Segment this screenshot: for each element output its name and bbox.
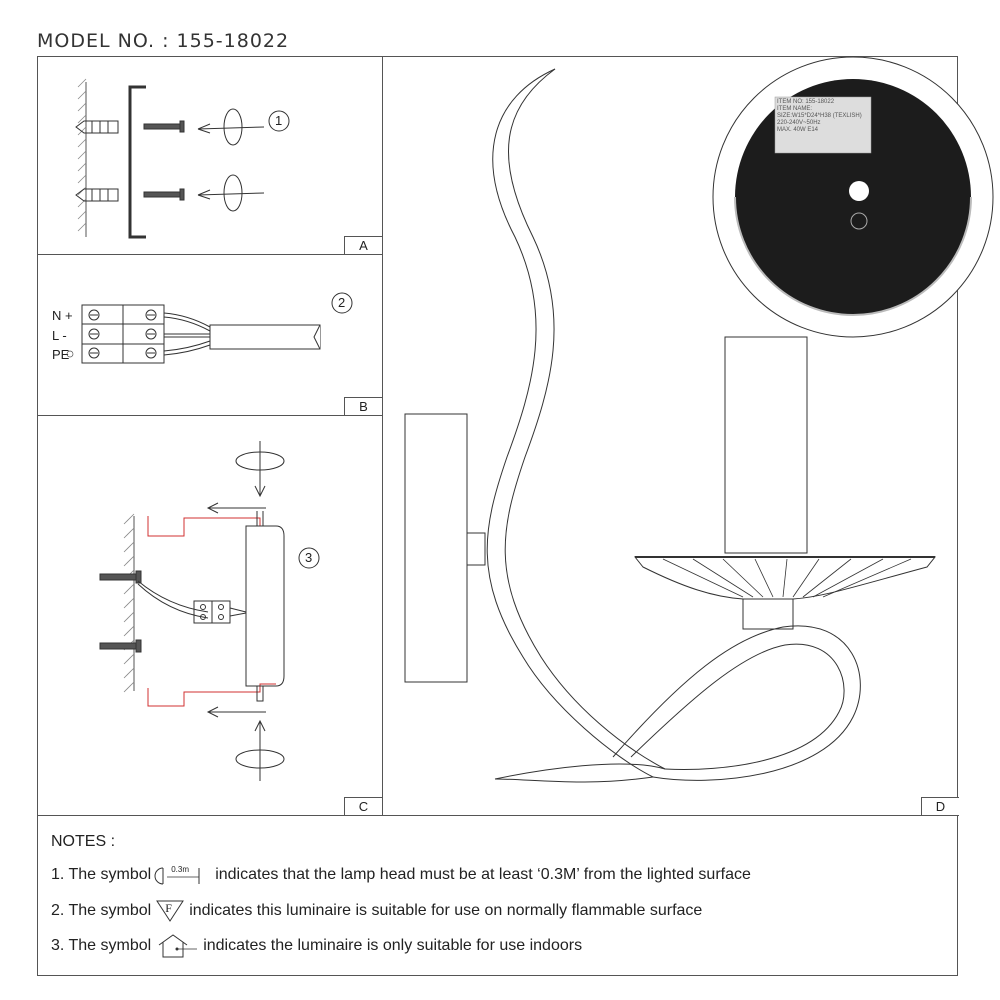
- notes-title: NOTES :: [51, 833, 116, 850]
- terminal-label-pe: PE: [52, 347, 70, 362]
- panel-c: 3 C: [38, 416, 383, 816]
- note-item-3: 3. The symbol indicates the luminaire is…: [51, 933, 582, 959]
- wall-plug-icon: [75, 120, 119, 202]
- indoor-house-icon: [155, 933, 199, 959]
- note-prefix: 2. The symbol: [51, 902, 152, 919]
- note-prefix: 1. The symbol: [51, 866, 152, 883]
- panel-b: N + L - PE 2 B: [38, 255, 383, 416]
- product-label-sticker: ITEM NO: 155-18022 ITEM NAME: SIZE:W15*D…: [777, 99, 869, 134]
- note-item-1: 1. The symbol 0.3m indicates that the la…: [51, 865, 751, 885]
- instruction-sheet: 1 A N + L - PE: [37, 56, 994, 976]
- distance-0.3m-icon: 0.3m: [154, 865, 205, 885]
- panel-a: 1 A: [38, 57, 383, 255]
- note-item-2: 2. The symbol F indicates this luminaire…: [51, 899, 702, 923]
- panel-tag-a: A: [344, 236, 382, 254]
- wall-lamp-drawing: [404, 56, 994, 783]
- panel-tag-b: B: [344, 397, 382, 415]
- terminal-block-icon: [193, 600, 247, 624]
- terminal-label-l: L -: [52, 328, 67, 343]
- label-line: MAX. 40W E14: [777, 127, 819, 133]
- label-line: SIZE:W15*D24*H38 (TEXLISH): [777, 113, 862, 119]
- rotate-arrow-icon: [206, 441, 285, 781]
- symbol-label: 0.3m: [171, 865, 189, 874]
- screw-icon: [99, 570, 142, 653]
- label-line: 220-240V~50Hz: [777, 120, 821, 126]
- rotate-arrow-icon: [197, 108, 265, 212]
- cable-icon: [163, 312, 321, 356]
- step-number-1: 1: [275, 113, 283, 128]
- step-number-2: 2: [338, 295, 346, 310]
- terminal-block-icon: [81, 304, 165, 364]
- note-text: indicates this luminaire is suitable for…: [189, 902, 703, 919]
- note-prefix: 3. The symbol: [51, 937, 152, 954]
- label-line: ITEM NAME:: [777, 106, 813, 112]
- model-number: MODEL NO. : 155-18022: [37, 30, 290, 52]
- symbol-label: F: [165, 901, 172, 915]
- panel-tag-c: C: [344, 797, 382, 815]
- panel-d: ITEM NO: 155-18022 ITEM NAME: SIZE:W15*D…: [383, 56, 994, 816]
- terminal-label-n: N +: [52, 308, 73, 323]
- notes-section: NOTES : 1. The symbol 0.3m indicates tha…: [37, 815, 958, 976]
- panel-tag-d: D: [921, 797, 959, 815]
- flammable-surface-icon: F: [155, 899, 185, 923]
- label-line: ITEM NO: 155-18022: [777, 99, 835, 105]
- step-number-3: 3: [305, 550, 313, 565]
- wall-mounting-diagram: [99, 441, 320, 781]
- note-text: indicates the luminaire is only suitable…: [203, 937, 583, 954]
- mounting-bracket-diagram: [75, 78, 290, 239]
- terminal-block-diagram: [66, 292, 353, 364]
- note-text: indicates that the lamp head must be at …: [215, 866, 751, 883]
- screw-icon: [143, 120, 185, 201]
